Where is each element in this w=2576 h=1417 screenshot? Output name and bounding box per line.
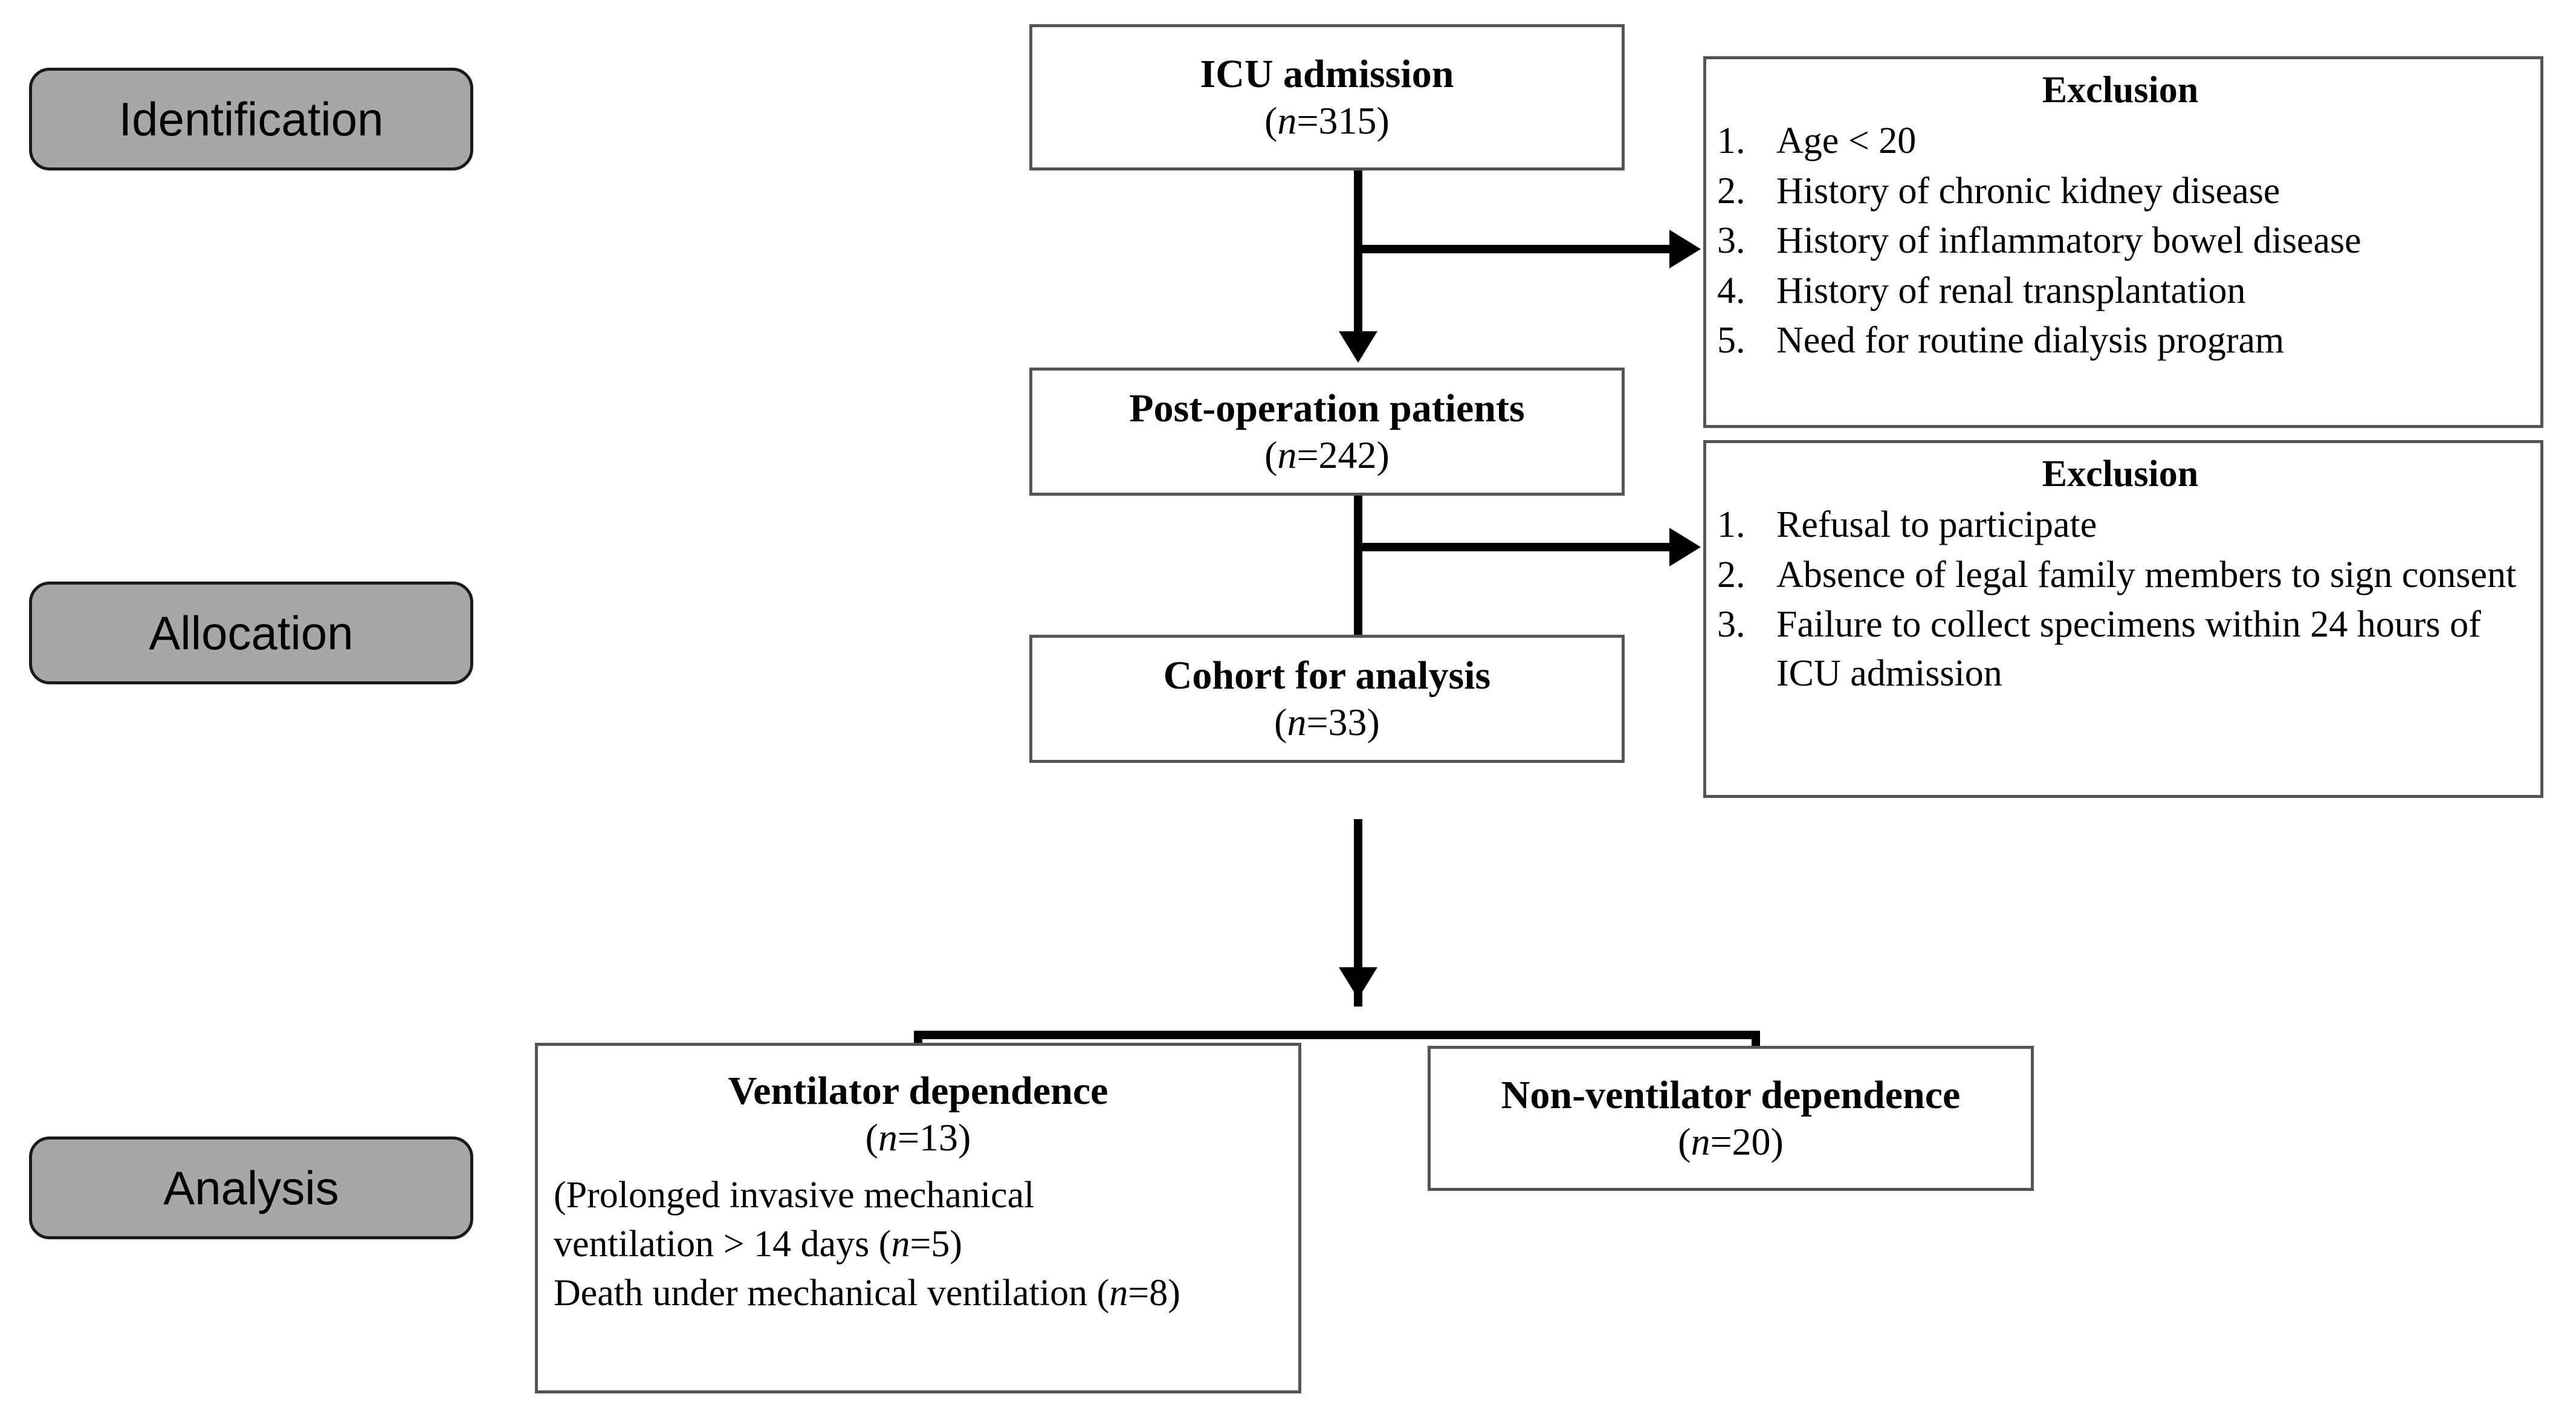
panel-exclusion-2-title: Exclusion — [2042, 453, 2199, 494]
exclusion-item-number: 4. — [1717, 270, 1746, 311]
box-icu-admission: ICU admission (n=315) — [1029, 24, 1625, 170]
exclusion-item-number: 2. — [1717, 170, 1746, 212]
exclusion-list-item: 5. Need for routine dialysis program — [1717, 316, 2523, 365]
exclusion-item-text: History of chronic kidney disease — [1776, 170, 2280, 212]
exclusion-item-text: Failure to collect specimens within 24 h… — [1776, 604, 2481, 694]
box-cohort-for-analysis-title: Cohort for analysis — [1163, 653, 1491, 698]
connector-cohort-down-line — [1354, 819, 1362, 1007]
exclusion-item-number: 5. — [1717, 320, 1746, 362]
exclusion-item-number: 3. — [1717, 220, 1746, 262]
panel-exclusion-1: Exclusion 1. Age < 20 2. History of chro… — [1703, 56, 2543, 428]
box-cohort-for-analysis-count: (n=33) — [1274, 701, 1380, 744]
stage-pill-allocation: Allocation — [29, 582, 473, 684]
box-non-ventilator-dependence: Non-ventilator dependence (n=20) — [1428, 1046, 2034, 1191]
stage-pill-identification: Identification — [29, 68, 473, 170]
connector-split-bar — [914, 1031, 1760, 1039]
connector-icu-to-exclusion1-line — [1354, 245, 1674, 253]
panel-exclusion-1-title: Exclusion — [2042, 70, 2199, 111]
box-icu-admission-count: (n=315) — [1264, 99, 1390, 143]
panel-exclusion-2-list: 1. Refusal to participate 2. Absence of … — [1717, 501, 2523, 698]
box-non-ventilator-dependence-title: Non-ventilator dependence — [1501, 1073, 1961, 1118]
box-ventilator-dependence-count: (n=13) — [865, 1115, 971, 1159]
exclusion-item-text: Refusal to participate — [1776, 504, 2097, 545]
exclusion-list-item: 4. History of renal transplantation — [1717, 267, 2523, 316]
ventilator-detail-line-2: ventilation > 14 days (n=5) — [554, 1223, 963, 1265]
exclusion-item-number: 3. — [1717, 604, 1746, 646]
box-post-operation-patients-count: (n=242) — [1264, 433, 1390, 477]
box-post-operation-patients: Post-operation patients (n=242) — [1029, 368, 1625, 496]
ventilator-detail-line-1: (Prolonged invasive mechanical — [554, 1175, 1035, 1216]
connector-icu-to-postop-line — [1354, 169, 1362, 357]
exclusion-item-text: Absence of legal family members to sign … — [1776, 554, 2517, 595]
connector-icu-to-exclusion1-arrow — [1669, 230, 1701, 268]
box-ventilator-dependence: Ventilator dependence (n=13) (Prolonged … — [535, 1043, 1301, 1393]
connector-icu-to-postop-arrow — [1339, 331, 1377, 363]
box-cohort-for-analysis: Cohort for analysis (n=33) — [1029, 635, 1625, 763]
connector-cohort-down-arrow — [1339, 967, 1377, 999]
stage-pill-analysis: Analysis — [29, 1137, 473, 1239]
box-non-ventilator-dependence-count: (n=20) — [1678, 1120, 1784, 1164]
exclusion-list-item: 2. History of chronic kidney disease — [1717, 167, 2523, 216]
box-ventilator-dependence-title: Ventilator dependence — [728, 1069, 1108, 1113]
exclusion-list-item: 3. History of inflammatory bowel disease — [1717, 216, 2523, 265]
connector-postop-to-cohort-line — [1354, 494, 1362, 681]
exclusion-item-number: 1. — [1717, 504, 1746, 545]
exclusion-list-item: 1. Age < 20 — [1717, 117, 2523, 166]
connector-postop-to-exclusion2-arrow — [1669, 528, 1701, 566]
stage-pill-identification-label: Identification — [118, 92, 384, 146]
stage-pill-analysis-label: Analysis — [163, 1161, 339, 1214]
ventilator-detail-line-3: Death under mechanical ventilation (n=8) — [554, 1272, 1180, 1314]
panel-exclusion-2: Exclusion 1. Refusal to participate 2. A… — [1703, 440, 2543, 798]
box-ventilator-dependence-details: (Prolonged invasive mechanical ventilati… — [538, 1171, 1298, 1317]
connector-postop-to-exclusion2-line — [1354, 543, 1674, 551]
exclusion-item-text: History of renal transplantation — [1776, 270, 2246, 311]
panel-exclusion-1-list: 1. Age < 20 2. History of chronic kidney… — [1717, 117, 2523, 365]
exclusion-item-text: Need for routine dialysis program — [1776, 320, 2285, 362]
box-icu-admission-title: ICU admission — [1200, 52, 1454, 97]
exclusion-list-item: 2. Absence of legal family members to si… — [1717, 551, 2523, 600]
stage-pill-allocation-label: Allocation — [149, 606, 354, 660]
exclusion-item-number: 1. — [1717, 120, 1746, 161]
exclusion-list-item: 1. Refusal to participate — [1717, 501, 2523, 550]
exclusion-list-item: 3. Failure to collect specimens within 2… — [1717, 600, 2523, 698]
exclusion-item-number: 2. — [1717, 554, 1746, 595]
exclusion-item-text: History of inflammatory bowel disease — [1776, 220, 2361, 262]
exclusion-item-text: Age < 20 — [1776, 120, 1917, 161]
box-post-operation-patients-title: Post-operation patients — [1129, 386, 1525, 431]
